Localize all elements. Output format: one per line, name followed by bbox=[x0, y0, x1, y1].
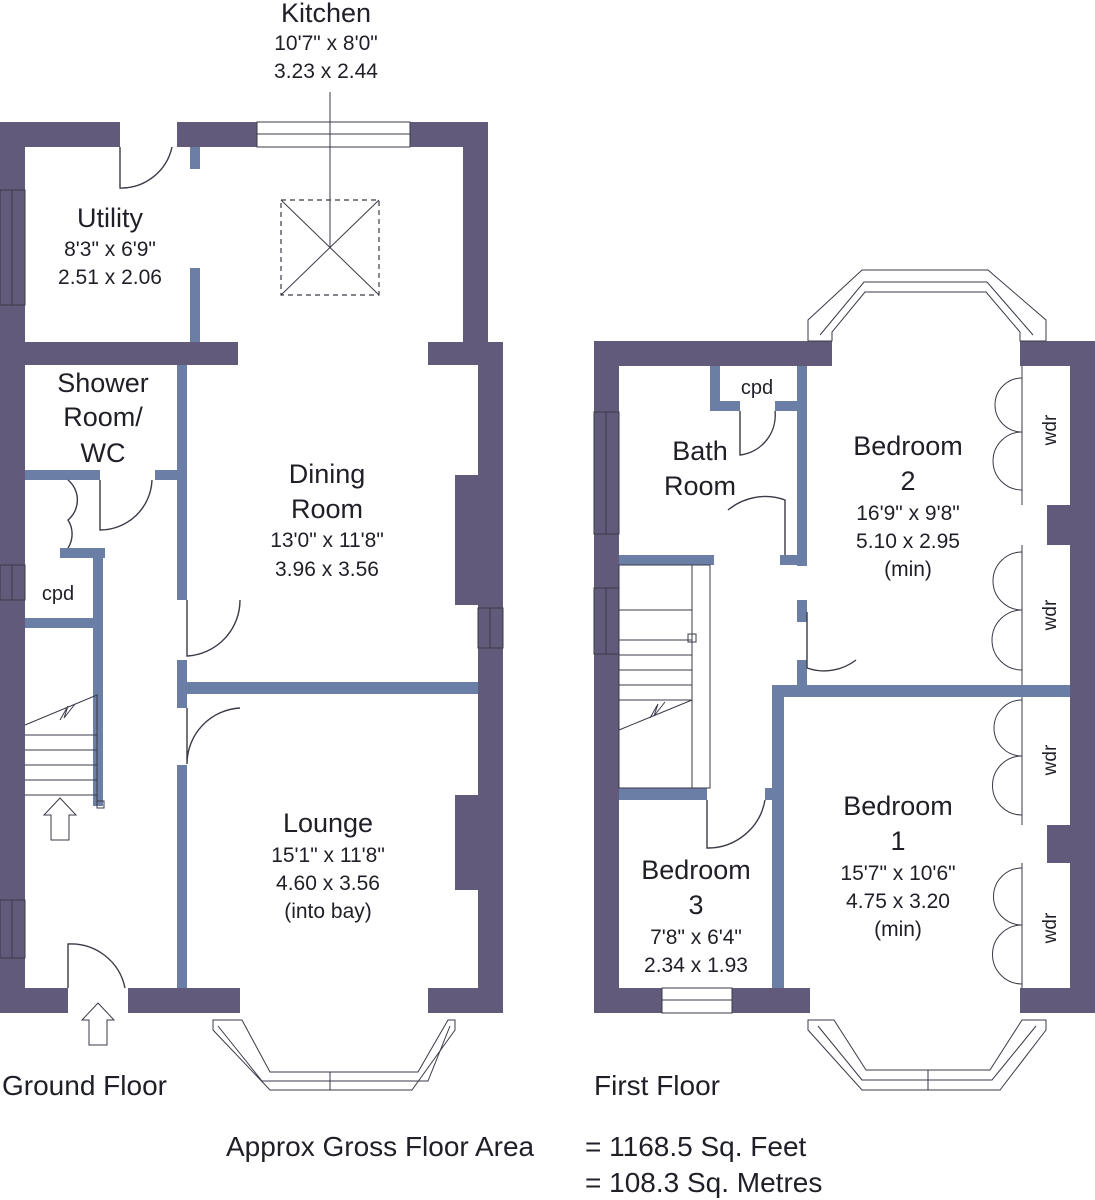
kitchen-metric: 3.23 x 2.44 bbox=[274, 60, 378, 83]
lounge-imperial: 15'1" x 11'8" bbox=[271, 844, 385, 867]
bedroom1-imperial: 15'7" x 10'6" bbox=[840, 862, 955, 885]
dining-imperial: 13'0" x 11'8" bbox=[270, 529, 384, 552]
bedroom3-imperial: 7'8" x 6'4" bbox=[650, 926, 742, 949]
bedroom2-imperial: 16'9" x 9'8" bbox=[856, 502, 960, 525]
lounge-note: (into bay) bbox=[284, 900, 372, 923]
first-windows bbox=[593, 411, 733, 1014]
first-internal-walls bbox=[619, 366, 1070, 988]
bedroom2-label-2: 2 bbox=[900, 466, 915, 496]
bath-label-2: Room bbox=[664, 471, 736, 501]
bath-label-1: Bath bbox=[672, 436, 728, 466]
kitchen-skylight bbox=[280, 92, 380, 296]
bedroom1-bay-window bbox=[807, 1019, 1047, 1091]
lounge-label: Lounge bbox=[283, 808, 373, 838]
dining-metric: 3.96 x 3.56 bbox=[275, 558, 379, 581]
first-external-walls bbox=[594, 341, 1095, 1013]
ground-windows bbox=[0, 121, 504, 959]
bedroom1-label-1: Bedroom bbox=[843, 791, 953, 821]
wardrobes bbox=[991, 366, 1023, 988]
ground-cpd-label: cpd bbox=[42, 583, 74, 605]
bedroom3-label-2: 3 bbox=[688, 890, 703, 920]
ground-stairs bbox=[24, 694, 105, 841]
utility-label: Utility bbox=[77, 203, 143, 233]
gross-floor-area: Approx Gross Floor Area = 1168.5 Sq. Fee… bbox=[226, 1131, 822, 1198]
entrance-arrow-icon bbox=[80, 1002, 116, 1046]
first-stairs bbox=[618, 564, 711, 789]
bedroom2-bay-window bbox=[807, 269, 1047, 342]
bedroom3-label-1: Bedroom bbox=[641, 855, 751, 885]
kitchen-imperial: 10'7" x 8'0" bbox=[274, 32, 378, 55]
ground-doors bbox=[67, 146, 241, 989]
ground-floor-plan: Kitchen 10'7" x 8'0" 3.23 x 2.44 Utility… bbox=[0, 0, 504, 1101]
lounge-bay-window bbox=[212, 1019, 456, 1091]
shower-label-1: Shower bbox=[57, 368, 149, 398]
bedroom1-metric: 4.75 x 3.20 bbox=[846, 890, 950, 913]
dining-label-2: Room bbox=[291, 494, 363, 524]
dining-label-1: Dining bbox=[289, 459, 366, 489]
first-doors bbox=[706, 410, 857, 849]
area-label: Approx Gross Floor Area bbox=[226, 1131, 535, 1162]
bedroom1-note: (min) bbox=[874, 918, 922, 941]
area-sq-metres: = 108.3 Sq. Metres bbox=[585, 1167, 822, 1198]
wardrobe-label-1: wdr bbox=[1040, 414, 1061, 446]
kitchen-label: Kitchen bbox=[281, 0, 371, 28]
utility-imperial: 8'3" x 6'9" bbox=[64, 238, 156, 261]
ground-floor-title: Ground Floor bbox=[2, 1070, 167, 1101]
area-sq-feet: = 1168.5 Sq. Feet bbox=[585, 1131, 807, 1162]
bedroom2-note: (min) bbox=[884, 558, 932, 581]
wardrobe-label-2: wdr bbox=[1040, 599, 1061, 631]
first-cpd-label: cpd bbox=[741, 377, 773, 399]
lounge-metric: 4.60 x 3.56 bbox=[276, 872, 380, 895]
bedroom2-metric: 5.10 x 2.95 bbox=[856, 530, 960, 553]
bedroom1-label-2: 1 bbox=[890, 826, 905, 856]
shower-label-3: WC bbox=[81, 438, 126, 468]
first-floor-plan: cpd Bath Room Bedroom 2 16'9" x 9'8" 5.1… bbox=[593, 269, 1095, 1101]
bedroom3-metric: 2.34 x 1.93 bbox=[644, 954, 748, 977]
shower-label-2: Room/ bbox=[63, 402, 143, 432]
wardrobe-label-4: wdr bbox=[1040, 912, 1061, 944]
wardrobe-label-3: wdr bbox=[1040, 744, 1061, 776]
utility-metric: 2.51 x 2.06 bbox=[58, 266, 162, 289]
bedroom2-label-1: Bedroom bbox=[853, 431, 963, 461]
first-floor-title: First Floor bbox=[594, 1070, 720, 1101]
ground-internal-walls bbox=[25, 147, 478, 988]
